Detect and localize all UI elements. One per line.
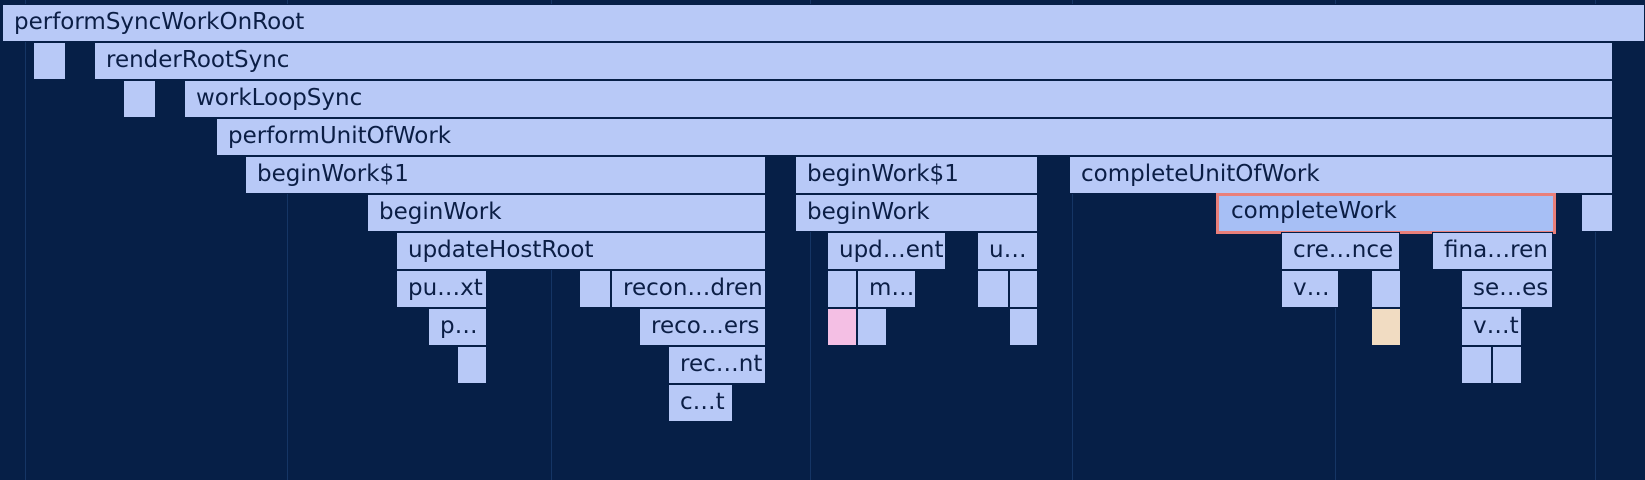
frame-beginWork1[interactable]: beginWork$1 (795, 156, 1038, 194)
frame-beginWork1[interactable]: beginWork$1 (245, 156, 766, 194)
frame-reco-ers[interactable]: reco…ers (639, 308, 766, 346)
frame-cre-nce[interactable]: cre…nce (1281, 232, 1400, 270)
frame-p[interactable]: p… (428, 308, 487, 346)
frame-recon-dren[interactable]: recon…dren (611, 270, 766, 308)
frame-completeWork-selected[interactable]: completeWork (1216, 193, 1556, 234)
frame-v-t[interactable]: v…t (1461, 308, 1522, 346)
frame-rec-nt[interactable]: rec…nt (668, 346, 766, 384)
frame-unlabeled[interactable] (1009, 308, 1038, 346)
frame-completeUnitOfWork[interactable]: completeUnitOfWork (1069, 156, 1613, 194)
frame-updateHostRoot[interactable]: updateHostRoot (396, 232, 766, 270)
frame-upd-ent[interactable]: upd…ent (827, 232, 946, 270)
frame-unlabeled[interactable] (123, 80, 156, 118)
frame-renderRootSync[interactable]: renderRootSync (94, 42, 1613, 80)
frame-performUnitOfWork[interactable]: performUnitOfWork (216, 118, 1613, 156)
frame-unlabeled[interactable] (857, 308, 887, 346)
frame-unlabeled[interactable] (1371, 270, 1401, 308)
frame-m[interactable]: m… (857, 270, 916, 308)
frame-beginWork[interactable]: beginWork (795, 194, 1038, 232)
frame-workLoopSync[interactable]: workLoopSync (184, 80, 1613, 118)
frame-unlabeled[interactable] (579, 270, 611, 308)
frame-se-es[interactable]: se…es (1461, 270, 1553, 308)
frame-pu-xt[interactable]: pu…xt (396, 270, 487, 308)
frame-unlabeled[interactable] (1492, 346, 1522, 384)
grid-line (287, 0, 288, 480)
frame-unlabeled[interactable] (977, 270, 1009, 308)
grid-line (1072, 0, 1073, 480)
frame-unlabeled[interactable] (1009, 270, 1038, 308)
frame-unlabeled[interactable] (1581, 194, 1613, 232)
frame-unlabeled-pink[interactable] (827, 308, 857, 346)
frame-fina-ren[interactable]: fina…ren (1432, 232, 1553, 270)
frame-unlabeled-tan[interactable] (1371, 308, 1401, 346)
frame-performSyncWorkOnRoot[interactable]: performSyncWorkOnRoot (2, 4, 1645, 42)
frame-unlabeled[interactable] (457, 346, 487, 384)
grid-line (1595, 0, 1596, 480)
frame-c-t[interactable]: c…t (668, 384, 733, 422)
frame-unlabeled[interactable] (1461, 346, 1492, 384)
grid-line (810, 0, 811, 480)
grid-line (25, 0, 26, 480)
frame-v[interactable]: v… (1281, 270, 1339, 308)
frame-unlabeled[interactable] (33, 42, 66, 80)
frame-unlabeled[interactable] (827, 270, 857, 308)
frame-u[interactable]: u… (977, 232, 1038, 270)
frame-beginWork[interactable]: beginWork (367, 194, 766, 232)
